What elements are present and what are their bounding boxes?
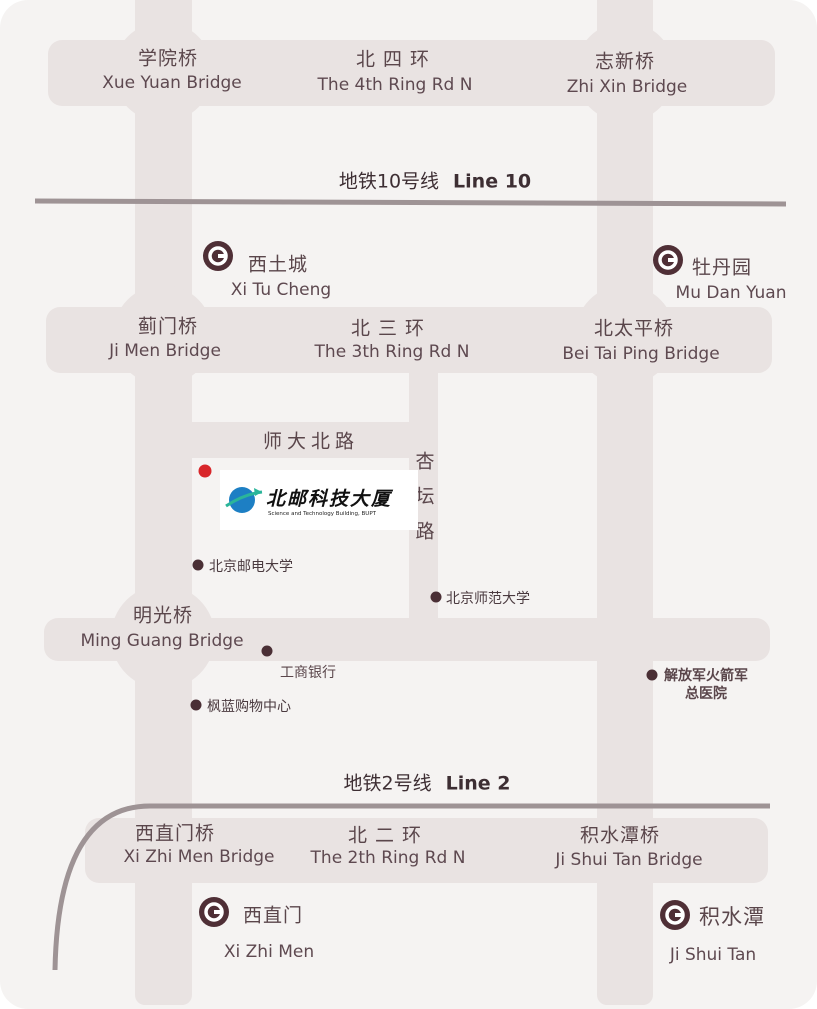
bridge-zhixin-cn: 志新桥 <box>594 50 656 73</box>
station-xitucheng-cn: 西土城 <box>247 253 309 276</box>
station-jishuitan-en: Ji Shui Tan <box>669 945 757 965</box>
poi-marker <box>646 669 658 681</box>
subway-icon <box>660 900 690 930</box>
poi-icbc: 工商银行 <box>280 665 336 681</box>
road-shidabei-label: 师大北路 <box>262 430 360 453</box>
intersection <box>113 285 213 385</box>
road-xingtan-label: 路 <box>415 520 435 543</box>
intersection <box>111 585 215 689</box>
poi-bupt: 北京邮电大学 <box>209 559 293 575</box>
line2-label: 地铁2号线 Line 2 <box>344 769 511 796</box>
bridge-jimen-en: Ji Men Bridge <box>109 341 221 361</box>
poi-marker <box>192 559 204 571</box>
bridge-xueyuan-cn: 学院桥 <box>137 47 199 70</box>
destination-marker <box>198 464 212 478</box>
bridge-jishuitan-en: Ji Shui Tan Bridge <box>555 850 703 870</box>
poi-hospital-line1: 解放军火箭军 <box>664 668 748 684</box>
station-xizhimen-en: Xi Zhi Men <box>223 942 315 962</box>
intersection <box>575 22 675 122</box>
line2-rail <box>52 803 770 971</box>
bridge-beitaiping-en: Bei Tai Ping Bridge <box>562 344 720 364</box>
bridge-beitaiping-cn: 北太平桥 <box>593 317 675 340</box>
bridge-xueyuan-en: Xue Yuan Bridge <box>102 73 242 93</box>
road-2nd-ring <box>85 818 768 883</box>
intersection <box>575 285 675 385</box>
road-shidabei <box>192 422 438 458</box>
bridge-mingguang-en: Ming Guang Bridge <box>80 631 244 651</box>
subway-icon <box>203 241 233 271</box>
road-4th-ring-cn: 北 四 环 <box>355 48 431 71</box>
road-2nd-ring-en: The 2th Ring Rd N <box>310 848 466 868</box>
road-2nd-ring-cn: 北 二 环 <box>347 824 423 847</box>
subway-icon <box>199 897 229 927</box>
subway-icon <box>653 245 683 275</box>
poi-marker <box>430 591 442 603</box>
poi-hospital-line2: 总医院 <box>685 686 727 702</box>
line2-cn: 地铁2号线 <box>343 772 432 795</box>
station-mudanyuan-cn: 牡丹园 <box>691 256 753 279</box>
poi-mall: 枫蓝购物中心 <box>207 699 291 715</box>
destination-logo: 北邮科技大厦 Science and Technology Building, … <box>220 470 418 530</box>
station-xizhimen-cn: 西直门 <box>242 904 304 927</box>
bridge-zhixin-en: Zhi Xin Bridge <box>566 77 688 97</box>
intersection <box>113 22 213 122</box>
line10-en: Line 10 <box>453 170 532 193</box>
bridge-xizhimen-cn: 西直门桥 <box>134 822 216 845</box>
road-4th-ring-en: The 4th Ring Rd N <box>317 75 473 95</box>
line10-label: 地铁10号线 Line 10 <box>339 167 531 194</box>
station-mudanyuan-en: Mu Dan Yuan <box>675 283 787 303</box>
road-3rd-ring-en: The 3th Ring Rd N <box>314 342 470 362</box>
poi-bnu: 北京师范大学 <box>446 591 530 607</box>
road-xingtan-label: 坛 <box>415 485 435 508</box>
line10-cn: 地铁10号线 <box>338 170 440 193</box>
road-xingtan-label: 杏 <box>415 450 435 473</box>
poi-marker <box>190 699 202 711</box>
station-jishuitan-cn: 积水潭 <box>699 905 765 929</box>
poi-marker <box>261 645 273 657</box>
road-3rd-ring-cn: 北 三 环 <box>350 317 426 340</box>
destination-name-en: Science and Technology Building, BUPT <box>268 511 377 517</box>
bridge-jishuitan-cn: 积水潭桥 <box>579 824 661 847</box>
bridge-mingguang-cn: 明光桥 <box>132 604 194 627</box>
bridge-xizhimen-en: Xi Zhi Men Bridge <box>123 847 275 867</box>
station-xitucheng-en: Xi Tu Cheng <box>230 280 332 300</box>
bridge-jimen-cn: 蓟门桥 <box>137 315 199 338</box>
globe-logo-icon <box>225 487 263 513</box>
line10-rail <box>34 198 787 207</box>
destination-name-cn: 北邮科技大厦 <box>266 488 393 510</box>
line2-en: Line 2 <box>445 772 511 795</box>
